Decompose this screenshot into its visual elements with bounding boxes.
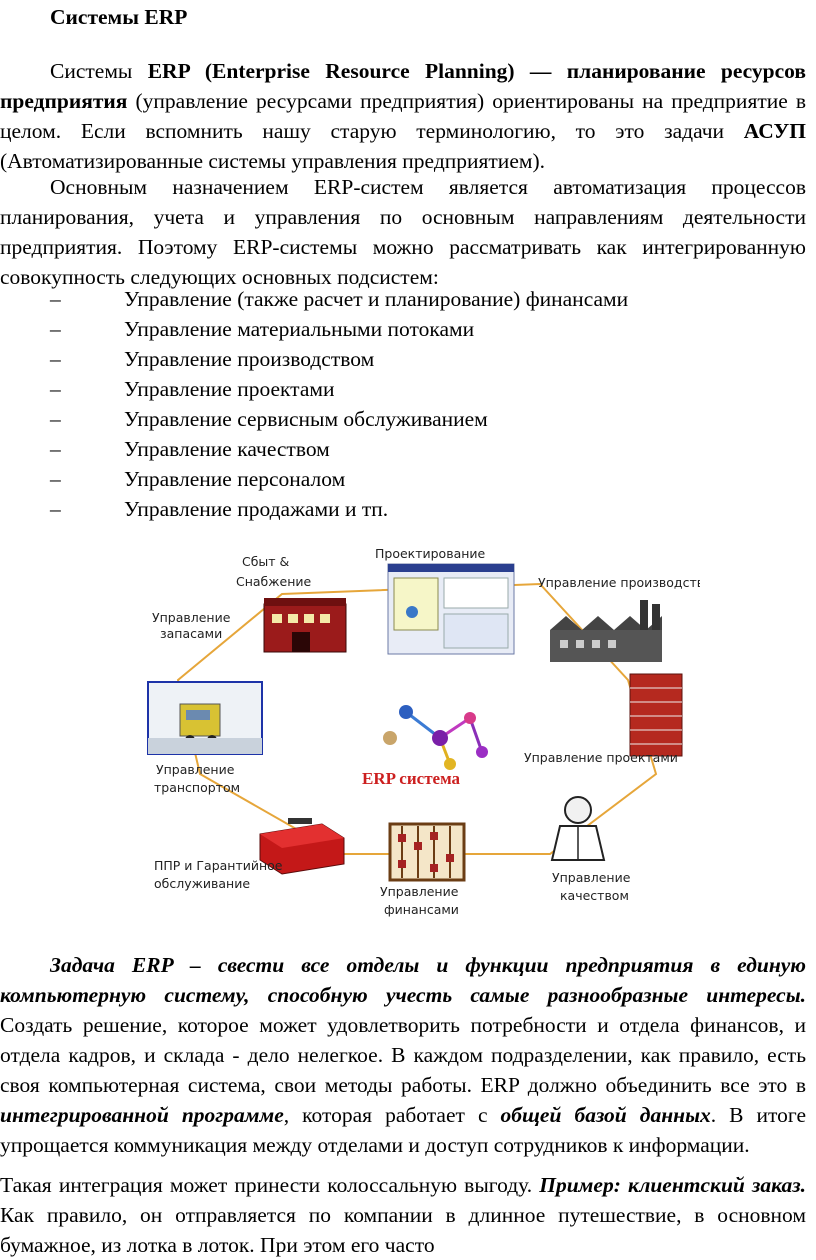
intro-text-end: (Автоматизированные системы управления п… [0, 149, 545, 173]
toolbox-icon [259, 818, 345, 875]
page-title: Системы ERP [50, 5, 188, 29]
task-lead: Задача ERP – свести все отделы и функции… [0, 953, 806, 1007]
list-dash: – [50, 347, 61, 371]
list-item: – Управление производством [0, 344, 806, 374]
design-screen-icon [387, 563, 515, 655]
list-item-text: Управление персоналом [124, 467, 346, 491]
task-text: Создать решение, которое может удовлетво… [0, 1013, 806, 1097]
intro-prefix: Системы [50, 59, 148, 83]
label-sales-supply: Снабжение [236, 574, 312, 589]
label-service: ППР и Гарантийное [154, 858, 283, 873]
task-paragraph: Задача ERP – свести все отделы и функции… [0, 950, 806, 1160]
label-sales: Сбыт & [242, 554, 290, 569]
integration-text-2: Как правило, он отправляется по компании… [0, 1203, 806, 1257]
list-item: – Управление персоналом [0, 464, 806, 494]
list-item-text: Управление сервисным обслуживанием [124, 407, 488, 431]
label-stock: Управление [152, 610, 231, 625]
list-item-text: Управление качеством [124, 437, 330, 461]
label-transport-2: транспортом [154, 780, 240, 795]
label-finance: Управление [380, 884, 459, 899]
integration-paragraph: Такая интеграция может принести колоссал… [0, 1170, 806, 1260]
list-item: – Управление проектами [0, 374, 806, 404]
erp-molecule-icon [383, 705, 488, 770]
list-dash: – [50, 407, 61, 431]
task-em-program: интегрированной программе [0, 1103, 284, 1127]
list-item-text: Управление материальными потоками [124, 317, 475, 341]
warehouse-icon [263, 598, 347, 653]
task-text-2: , которая работает с [283, 1103, 501, 1127]
erp-center-label: ERP система [362, 769, 461, 788]
list-item: – Управление (также расчет и планирование… [0, 284, 806, 314]
label-transport: Управление [156, 762, 235, 777]
label-quality-2: качеством [560, 888, 629, 903]
label-finance-2: финансами [384, 902, 459, 917]
subsystem-list: – Управление (также расчет и планирование… [0, 284, 806, 524]
list-dash: – [50, 317, 61, 341]
list-item: – Управление материальными потоками [0, 314, 806, 344]
intro-asup-term: АСУП [743, 119, 806, 143]
integration-text: Такая интеграция может принести колоссал… [0, 1173, 540, 1197]
list-item-text: Управление (также расчет и планирование)… [124, 287, 629, 311]
list-item: – Управление продажами и тп. [0, 494, 806, 524]
list-dash: – [50, 377, 61, 401]
label-service-2: обслуживание [154, 876, 250, 891]
list-dash: – [50, 287, 61, 311]
intro-paragraph: Системы ERP (Enterprise Resource Plannin… [0, 56, 806, 176]
abacus-icon [388, 822, 466, 882]
factory-icon [550, 600, 662, 662]
label-projects: Управление проектами [524, 750, 678, 765]
intro-erp-term: ERP (Enterprise Resource Planning) — пла… [0, 59, 806, 113]
erp-diagram: Сбыт & Снабжение Проектирование Управлен… [147, 546, 700, 917]
list-dash: – [50, 467, 61, 491]
label-stock-2: запасами [160, 626, 222, 641]
list-item: – Управление качеством [0, 434, 806, 464]
list-item-text: Управление производством [124, 347, 375, 371]
label-quality: Управление [552, 870, 631, 885]
list-item-text: Управление продажами и тп. [124, 497, 389, 521]
list-dash: – [50, 497, 61, 521]
list-item: – Управление сервисным обслуживанием [0, 404, 806, 434]
task-em-database: общей базой данных [500, 1103, 711, 1127]
list-dash: – [50, 437, 61, 461]
label-design: Проектирование [375, 546, 486, 561]
list-item-text: Управление проектами [124, 377, 335, 401]
purpose-paragraph: Основным назначением ERP-систем является… [0, 175, 806, 289]
scientist-icon [550, 796, 606, 861]
task-text-3: . В итоге упрощается коммуникация между … [0, 1103, 806, 1157]
intro-text: (управление ресурсами предприятия) ориен… [0, 89, 806, 143]
brick-wall-icon [629, 673, 683, 757]
integration-example: Пример: клиентский заказ. [539, 1173, 807, 1197]
label-production: Управление производством [538, 575, 700, 590]
truck-photo-icon [147, 681, 263, 755]
